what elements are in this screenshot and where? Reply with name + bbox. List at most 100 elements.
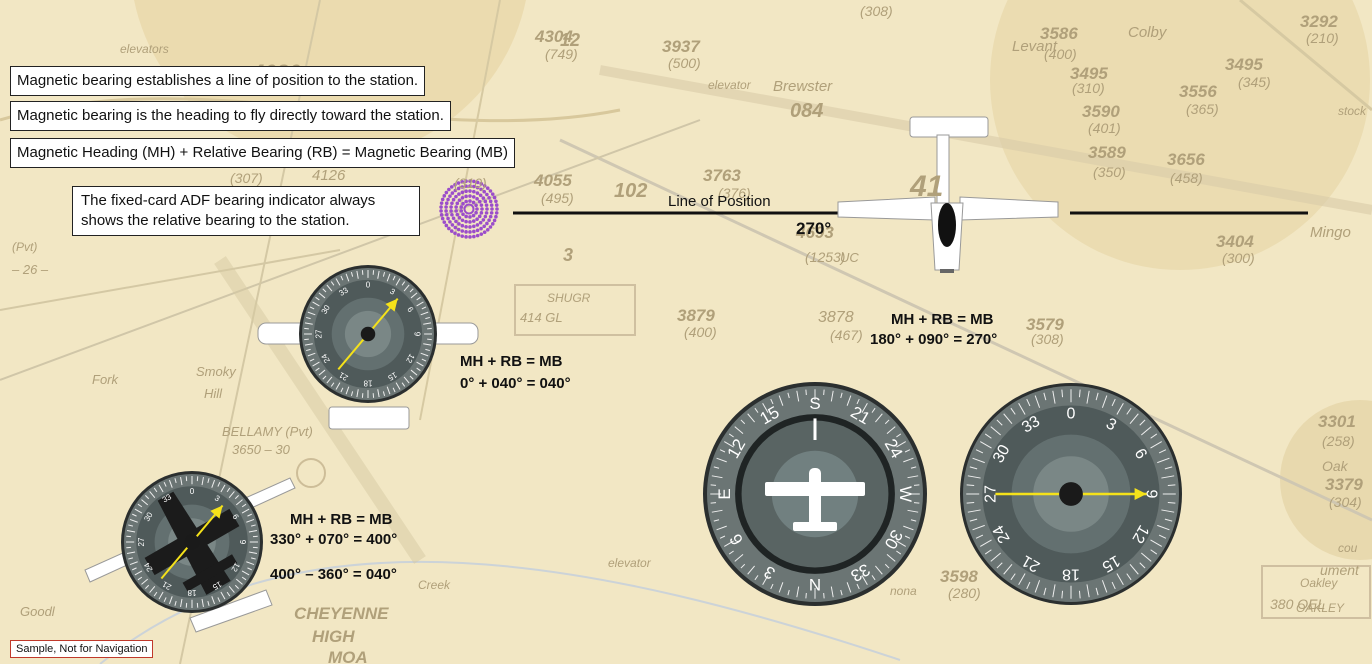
- tick: [309, 306, 315, 310]
- tick: [168, 479, 173, 488]
- chart-label: 12: [560, 30, 581, 50]
- ndb-dot: [449, 209, 453, 213]
- chart-label: nona: [890, 584, 917, 598]
- chart-label: (310): [454, 175, 487, 191]
- ndb-dot: [479, 226, 483, 231]
- ndb-dot: [457, 216, 462, 220]
- tick: [392, 387, 396, 393]
- ndb-dot: [468, 179, 472, 183]
- tick: [1018, 403, 1026, 415]
- adf-label: 0: [1067, 406, 1076, 423]
- tick: [990, 426, 1001, 436]
- info-box-line-of-position: Magnetic bearing establishes a line of p…: [10, 66, 426, 96]
- tick: [861, 575, 868, 585]
- tick: [312, 361, 320, 367]
- tick: [719, 449, 726, 453]
- tick: [174, 478, 177, 484]
- tick: [724, 540, 734, 547]
- ndb-dot: [450, 191, 455, 195]
- tick: [315, 296, 320, 301]
- ndb-dot: [460, 223, 465, 228]
- ndb-dot: [439, 201, 444, 205]
- chart-label: Fork: [92, 372, 118, 387]
- tick: [137, 503, 143, 508]
- tick: [180, 598, 183, 608]
- tick: [326, 284, 333, 292]
- tick: [770, 398, 774, 405]
- adf-label: 0: [366, 281, 371, 290]
- tick: [1126, 407, 1132, 415]
- tick: [754, 407, 759, 413]
- tick: [1161, 509, 1175, 513]
- tick: [312, 301, 320, 307]
- tick: [1116, 573, 1124, 585]
- tick: [217, 597, 221, 602]
- ndb-dot: [488, 225, 493, 229]
- tick: [180, 476, 183, 486]
- tick: [350, 391, 354, 396]
- tick: [211, 479, 216, 488]
- chart-label: Creek: [418, 578, 451, 592]
- ndb-dot: [461, 201, 465, 206]
- chart-label: 3879: [677, 306, 715, 325]
- tick: [207, 478, 210, 484]
- ndb-dot: [464, 230, 468, 234]
- ndb-dot: [449, 229, 454, 233]
- ndb-dot: [490, 207, 494, 211]
- tick: [1034, 580, 1041, 593]
- tick: [724, 441, 734, 448]
- chart-label: (495): [541, 190, 574, 206]
- tick: [1101, 395, 1108, 408]
- tick: [128, 524, 134, 527]
- ndb-dot: [464, 184, 468, 188]
- chart-label: (304): [1329, 494, 1362, 510]
- tick: [241, 576, 247, 581]
- ndb-dot: [483, 199, 488, 204]
- tick: [322, 375, 327, 380]
- tick: [153, 591, 158, 597]
- ndb-dot: [475, 228, 480, 233]
- ndb-dot: [440, 216, 445, 221]
- tick: [907, 509, 919, 513]
- tick: [1116, 403, 1124, 415]
- tick: [246, 561, 255, 566]
- tick: [904, 449, 911, 453]
- tick: [875, 565, 883, 575]
- chart-label: 4693: [796, 223, 834, 242]
- ndb-dot: [484, 203, 489, 207]
- tick: [163, 597, 167, 602]
- tick: [228, 585, 235, 593]
- ndb-dot: [482, 189, 486, 194]
- tick: [126, 551, 136, 554]
- tick: [1139, 562, 1146, 569]
- ndb-dot: [444, 190, 449, 195]
- ndb-dot: [485, 186, 490, 190]
- tick: [416, 367, 421, 372]
- ndb-dot: [456, 233, 461, 237]
- chart-label: 3763: [703, 166, 741, 185]
- chart-label: elevators: [120, 42, 169, 56]
- ndb-dot: [492, 195, 497, 200]
- info-box-formula: Magnetic Heading (MH) + Relative Bearing…: [10, 138, 516, 168]
- tick: [318, 369, 326, 376]
- ndb-dot: [494, 203, 499, 207]
- chart-label: (458): [1170, 170, 1203, 186]
- tick: [747, 565, 755, 575]
- ndb-dot: [495, 207, 499, 211]
- adf-label: 27: [137, 537, 146, 546]
- tick: [713, 466, 720, 469]
- tick: [1052, 390, 1056, 404]
- ndb-dot: [468, 215, 472, 219]
- tick: [247, 513, 252, 517]
- ndb-dot: [442, 220, 447, 224]
- tick: [1061, 590, 1064, 599]
- airplane-west-icon: [837, 116, 1059, 273]
- tick: [335, 382, 341, 390]
- tick: [220, 591, 226, 600]
- tick: [250, 557, 256, 560]
- tick: [1086, 584, 1090, 598]
- tick: [840, 589, 843, 596]
- chart-label: Mingo: [1310, 224, 1351, 241]
- ndb-dot: [472, 179, 476, 184]
